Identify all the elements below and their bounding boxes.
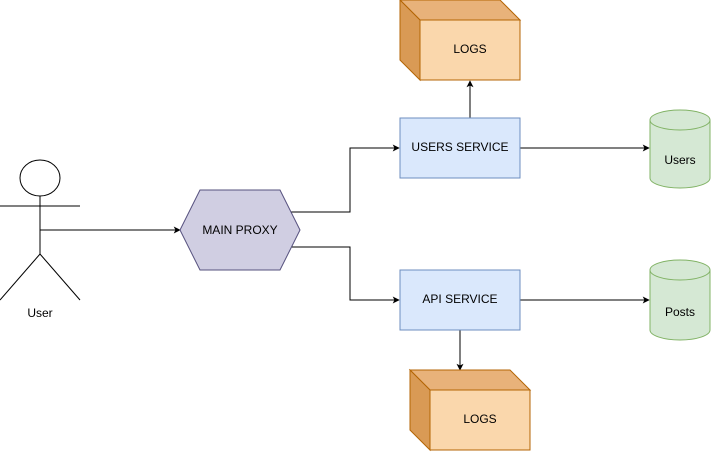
logs-top-node: LOGS [399, 0, 522, 82]
logs-bottom-top-face [408, 369, 532, 391]
users-service-box [399, 117, 521, 179]
users-service-label: USERS SERVICE [411, 140, 508, 154]
edges [40, 80, 650, 371]
main-proxy-node: MAIN PROXY [179, 189, 301, 271]
actor-head [19, 159, 61, 197]
posts-db-body [649, 270, 711, 341]
users-db-body [649, 120, 711, 189]
api-service-node: API SERVICE [399, 269, 521, 331]
api-service-label: API SERVICE [422, 292, 497, 306]
user-label: User [27, 306, 52, 320]
main-proxy-shape [179, 189, 301, 271]
users-db-label: Users [664, 153, 695, 167]
users-service-node: USERS SERVICE [399, 117, 521, 179]
users-db-node: Users [649, 109, 711, 189]
user-actor [0, 159, 81, 301]
logs-top-front-face [419, 19, 521, 81]
posts-db-label: Posts [665, 305, 695, 319]
actor-left-leg [0, 253, 41, 301]
logs-top-label: LOGS [453, 42, 486, 56]
api-service-box [399, 269, 521, 331]
main-proxy-label: MAIN PROXY [202, 223, 277, 237]
logs-bottom-label: LOGS [463, 412, 496, 426]
posts-db-node: Posts [649, 259, 711, 341]
posts-db-top [649, 259, 711, 281]
edge-proxy-to-users-service [290, 144, 400, 213]
logs-top-top-face [399, 0, 522, 21]
logs-bottom-front-face [429, 389, 531, 451]
users-db-top [649, 109, 711, 131]
actor-right-leg [39, 253, 81, 301]
logs-bottom-node: LOGS [408, 368, 532, 452]
edge-proxy-to-api-service [290, 246, 400, 304]
